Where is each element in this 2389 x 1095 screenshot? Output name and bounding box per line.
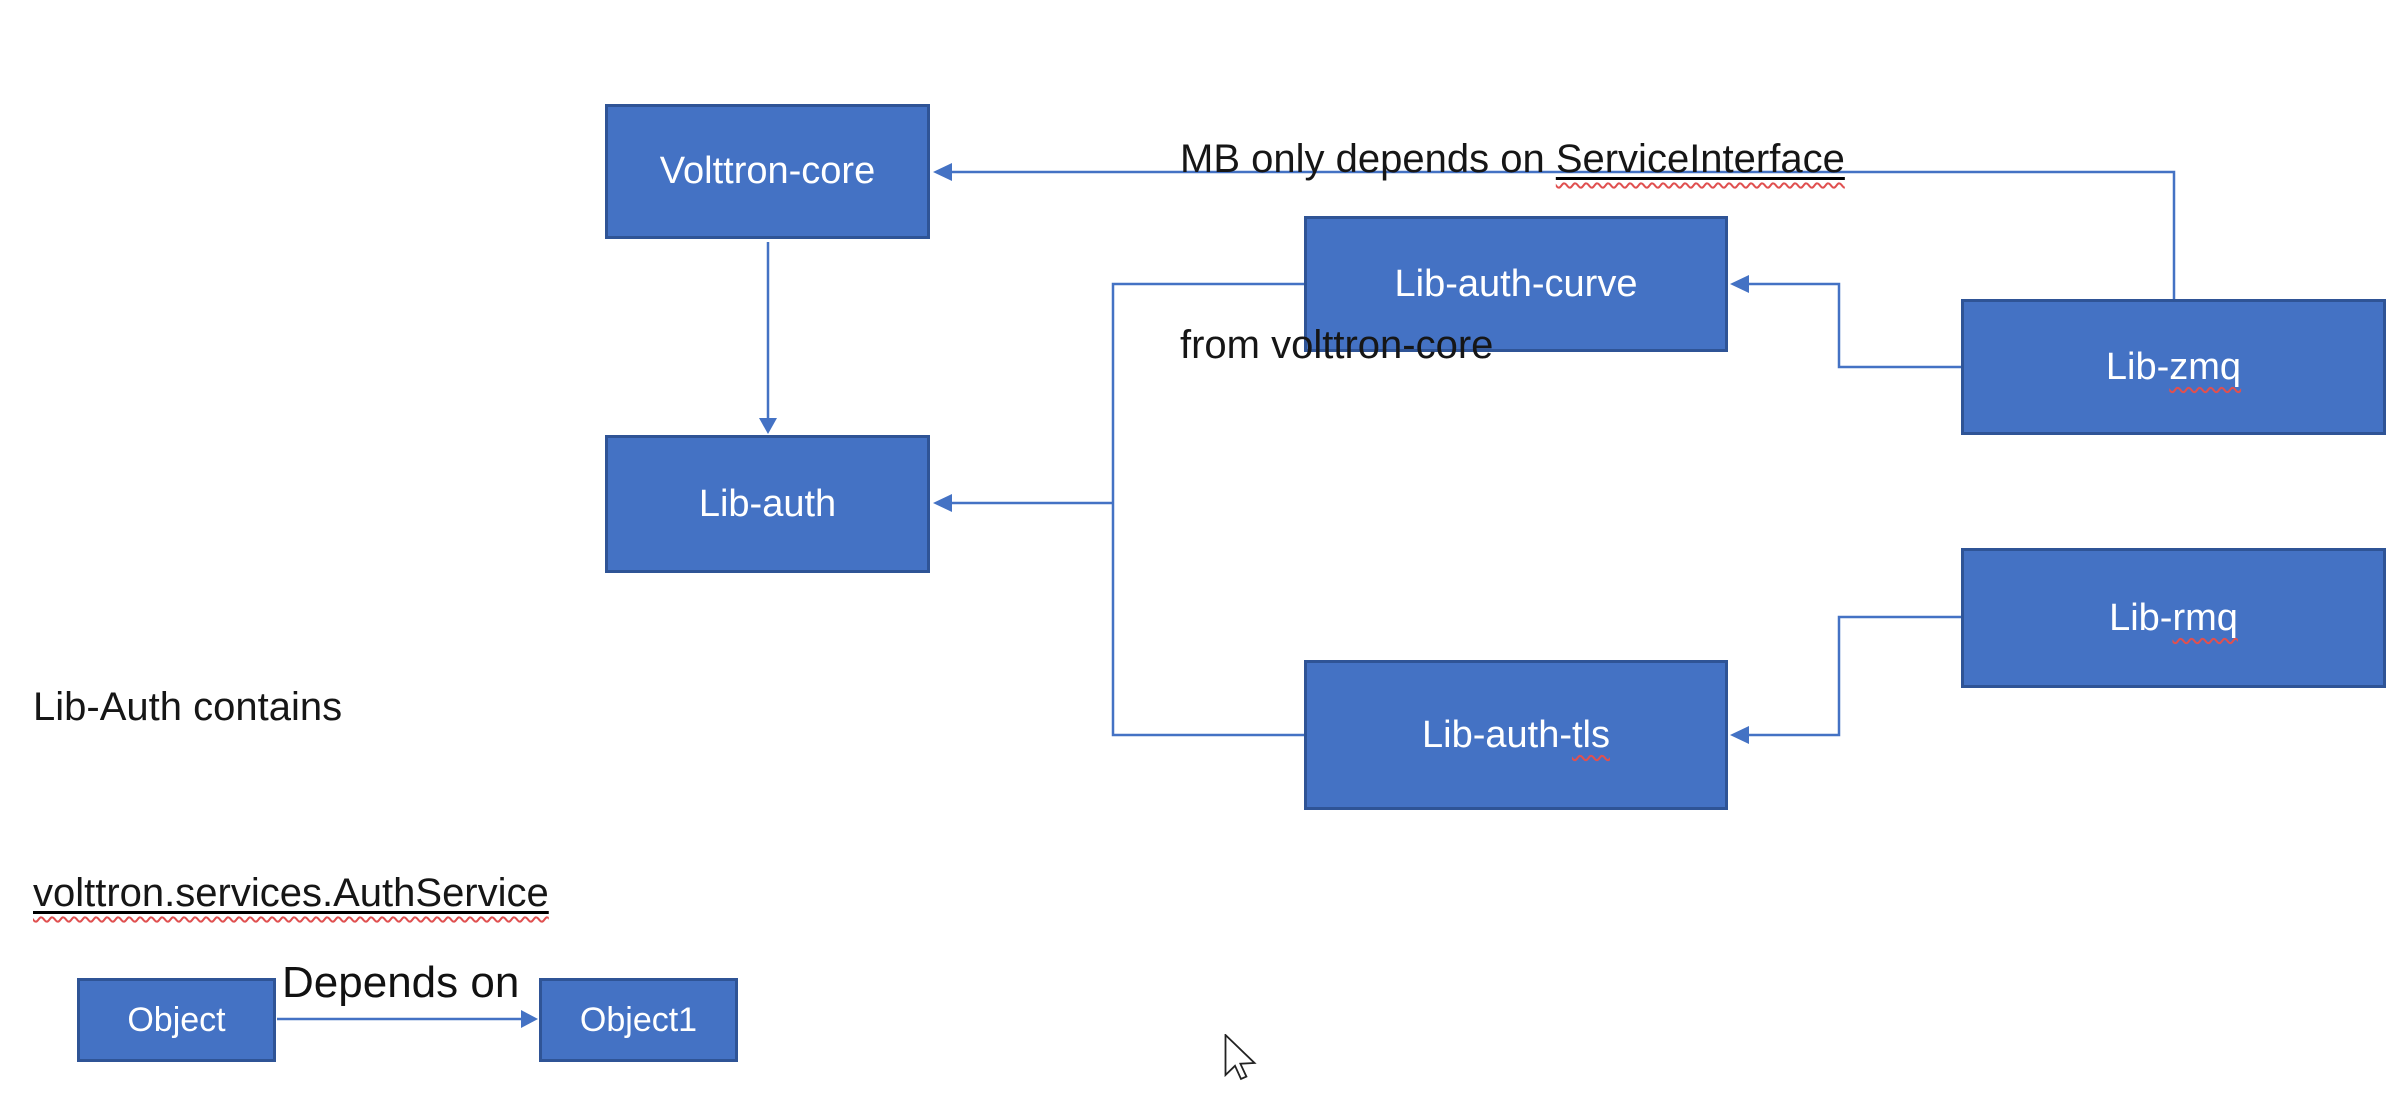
mb-dependency-note: MB only depends on ServiceInterface from… bbox=[1180, 4, 1845, 500]
edge-lib-zmq-to-lib-auth-curve bbox=[1730, 275, 1961, 369]
legend-node-object[interactable]: Object bbox=[77, 978, 276, 1062]
legend-node-object1[interactable]: Object1 bbox=[539, 978, 738, 1062]
node-lib-auth-tls[interactable]: Lib-auth-tls bbox=[1304, 660, 1728, 810]
mb-note-line2: from volttron-core bbox=[1180, 323, 1494, 367]
node-lib-zmq[interactable]: Lib-zmq bbox=[1961, 299, 2386, 435]
node-label: Object bbox=[127, 1000, 226, 1039]
mb-note-text: MB only depends on bbox=[1180, 137, 1556, 181]
node-label: Lib-auth-curve bbox=[1394, 262, 1638, 305]
mb-note-underlined: ServiceInterface bbox=[1556, 137, 1845, 181]
edge-legend-object-to-object1 bbox=[277, 1010, 538, 1028]
node-lib-auth-curve[interactable]: Lib-auth-curve bbox=[1304, 216, 1728, 352]
node-label: Object1 bbox=[579, 1000, 698, 1039]
legend-relation-label: Depends on bbox=[282, 958, 520, 1007]
node-label-misspelled: rmq bbox=[2172, 596, 2238, 639]
node-label: Lib-auth bbox=[698, 482, 837, 525]
edge-auth-libs-bracket-to-lib-auth bbox=[933, 282, 1304, 737]
auth-note-line2: volttron.services.AuthService bbox=[33, 862, 549, 924]
mouse-cursor bbox=[1224, 1034, 1257, 1081]
edge-lib-zmq-to-volttron-core bbox=[933, 163, 2176, 299]
node-label-misspelled: zmq bbox=[2169, 345, 2242, 388]
node-lib-rmq[interactable]: Lib-rmq bbox=[1961, 548, 2386, 688]
auth-note-line1: Lib-Auth contains bbox=[33, 685, 343, 729]
mb-note-line1: MB only depends on ServiceInterface bbox=[1180, 128, 1845, 190]
auth-note-misspelled: volttron.services.AuthService bbox=[33, 871, 549, 915]
node-label-misspelled: tls bbox=[1571, 713, 1610, 756]
auth-note-underlined: volttron.services.AuthService bbox=[33, 871, 549, 915]
node-label: Lib- bbox=[2105, 345, 2170, 388]
node-lib-auth[interactable]: Lib-auth bbox=[605, 435, 930, 573]
node-label: Lib-auth- bbox=[1422, 713, 1572, 756]
node-volttron-core[interactable]: Volttron-core bbox=[605, 104, 930, 239]
edge-volttron-core-to-lib-auth bbox=[759, 242, 777, 434]
node-label: Lib- bbox=[2109, 596, 2173, 639]
edge-lib-rmq-to-lib-auth-tls bbox=[1730, 615, 1961, 744]
node-label: Volttron-core bbox=[659, 150, 876, 192]
lib-auth-contents-note: Lib-Auth contains volttron.services.Auth… bbox=[33, 552, 549, 1048]
mb-note-misspelled: ServiceInterface bbox=[1555, 137, 1845, 181]
